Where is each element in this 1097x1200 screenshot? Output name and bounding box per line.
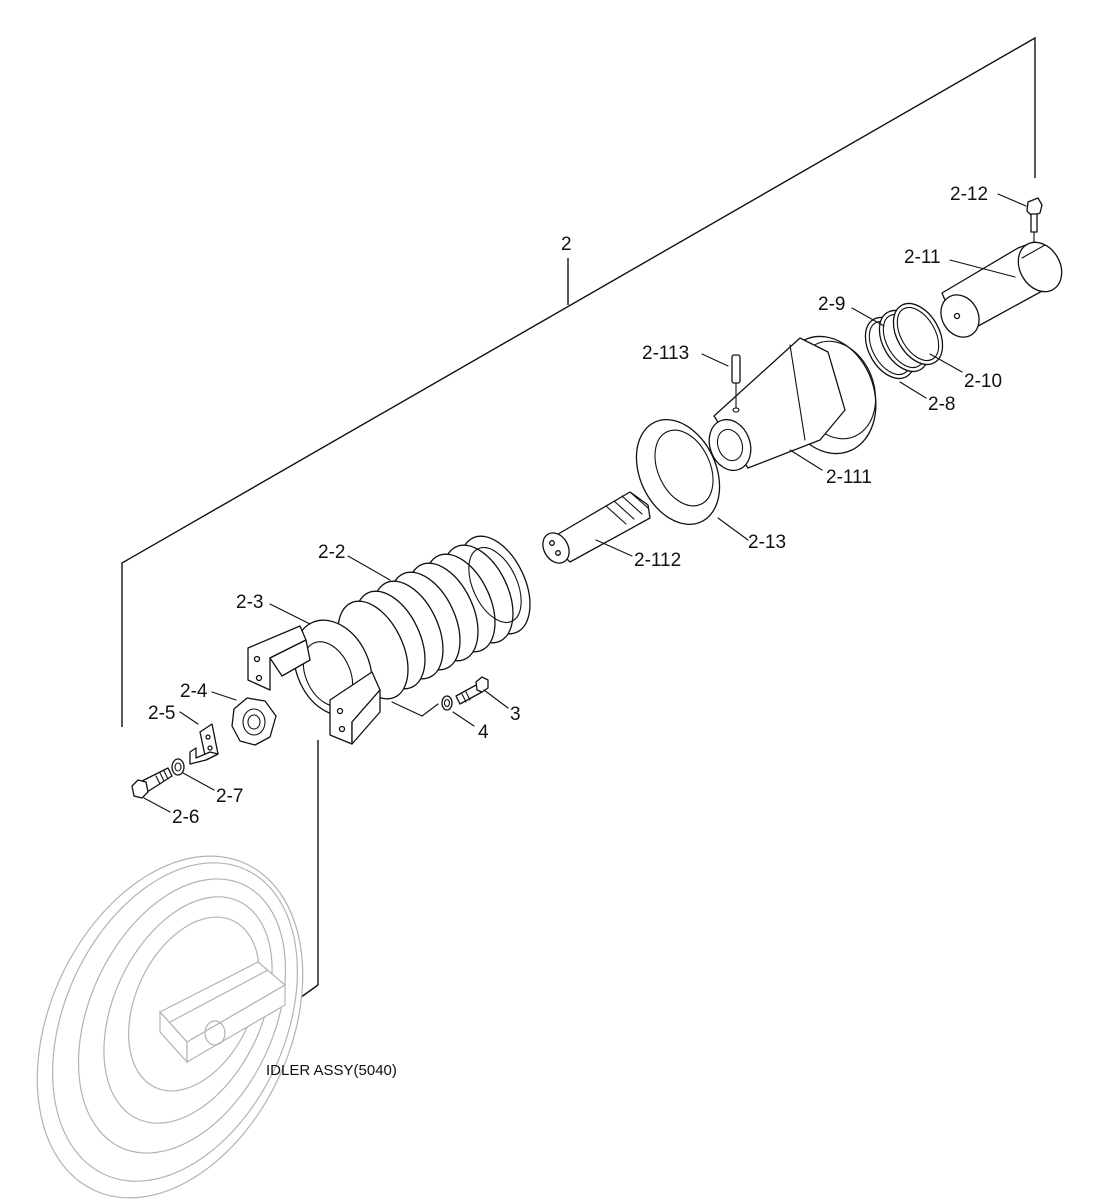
idler-assy (36, 855, 304, 1199)
leader-lines (143, 193, 1027, 813)
yoke-2-3 (247, 619, 381, 745)
label-2-12: 2-12 (950, 184, 988, 205)
label-2-112: 2-112 (634, 550, 681, 571)
bolt-3 (455, 676, 489, 705)
label-2-11: 2-11 (904, 247, 941, 268)
washer-2-7 (171, 758, 185, 776)
label-2-8: 2-8 (928, 394, 955, 415)
label-3: 3 (510, 704, 521, 725)
label-2-5: 2-5 (148, 703, 175, 724)
label-idler-assy: IDLER ASSY(5040) (266, 1062, 397, 1079)
label-2-9: 2-9 (818, 294, 845, 315)
label-2-7: 2-7 (216, 786, 243, 807)
cone-rod-2-111 (708, 335, 877, 472)
rings-2-8-2-9-2-10 (864, 302, 944, 380)
shaft-2-112 (542, 491, 651, 564)
grease-fitting-2-12 (1026, 197, 1043, 245)
nut-2-4 (231, 697, 277, 746)
label-2-113: 2-113 (642, 343, 689, 364)
label-assembly-2: 2 (561, 234, 572, 255)
label-2-111: 2-111 (826, 467, 872, 488)
label-2-13: 2-13 (748, 532, 786, 553)
label-4: 4 (478, 722, 489, 743)
bolt-2-6 (131, 767, 173, 799)
label-2-3: 2-3 (236, 592, 263, 613)
label-2-2: 2-2 (318, 542, 345, 563)
washer-4 (441, 695, 453, 711)
lock-plate-2-5 (189, 723, 219, 765)
label-2-4: 2-4 (180, 681, 208, 702)
cylinder-2-11 (940, 241, 1063, 338)
pin-2-113 (731, 354, 741, 409)
plate-washer-2-13 (635, 418, 721, 526)
label-2-10: 2-10 (964, 371, 1002, 392)
callout-labels: 2 2-12 2-11 2-9 2-10 2-8 2-113 2-111 2-1… (148, 184, 1002, 1079)
label-2-6: 2-6 (172, 807, 199, 828)
